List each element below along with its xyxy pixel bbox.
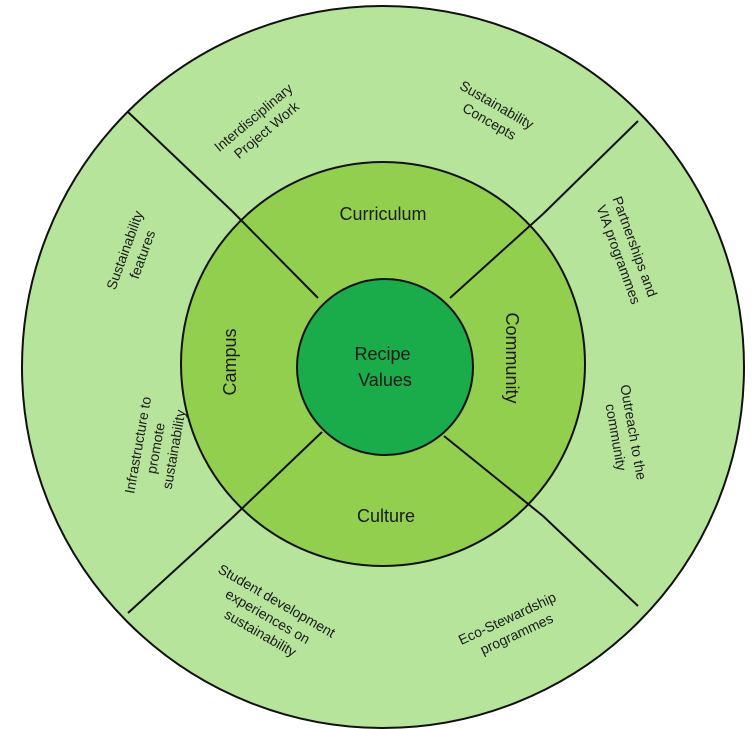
middle-ring-dividers bbox=[231, 210, 544, 519]
center-circle bbox=[296, 278, 474, 456]
label-culture: Culture bbox=[357, 506, 415, 526]
label-curriculum: Curriculum bbox=[339, 204, 426, 224]
divider-culture-community bbox=[443, 435, 544, 517]
center-label-line1: Recipe bbox=[354, 344, 410, 364]
outer-ring-dividers bbox=[127, 111, 639, 614]
center-label-line2: Values bbox=[358, 370, 412, 390]
divider-top-left bbox=[127, 111, 233, 212]
center-label: Recipe Values bbox=[354, 344, 415, 390]
divider-top-right bbox=[542, 120, 639, 215]
divider-culture-campus bbox=[231, 431, 323, 519]
label-community: Community bbox=[502, 312, 522, 403]
divider-bottom-left bbox=[127, 517, 233, 614]
divider-curriculum-campus bbox=[231, 210, 319, 299]
label-campus: Campus bbox=[220, 328, 240, 395]
divider-bottom-right bbox=[542, 515, 639, 607]
divider-curriculum-community bbox=[449, 213, 544, 299]
